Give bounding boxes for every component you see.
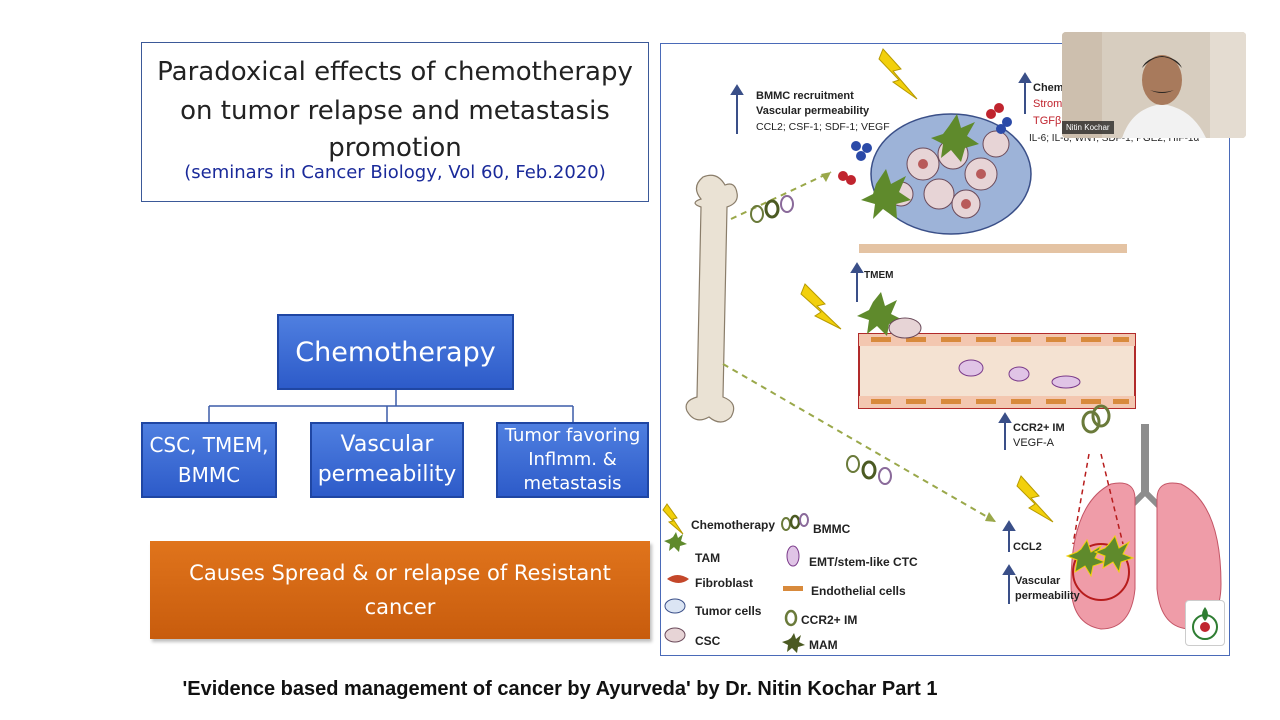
- figure-graphics: [662, 48, 1222, 653]
- label-ccl2-csf1: CCL2; CSF-1; SDF-1; VEGF: [756, 121, 890, 133]
- bmmc-groups: [750, 195, 1111, 485]
- label-permeability: permeability: [1015, 590, 1080, 602]
- title-line-2: on tumor relapse and metastasis: [180, 96, 610, 126]
- label-vascular-permeability-top: Vascular permeability: [756, 105, 870, 117]
- arrow-to-tumor: [730, 171, 832, 220]
- arrow-to-lung: [722, 363, 997, 523]
- vascular-box-line-2: permeability: [317, 462, 457, 487]
- result-line-2: cancer: [364, 595, 436, 619]
- legend-endothelial: Endothelial cells: [811, 584, 906, 598]
- vascular-box-line-1: Vascular: [340, 432, 434, 457]
- video-caption: 'Evidence based management of cancer by …: [182, 678, 938, 700]
- legend-bmmc: BMMC: [813, 522, 851, 536]
- tumor-favoring-box: Tumor favoring Inflmm. & metastasis: [496, 422, 649, 498]
- label-chemo: Chemo: [1033, 82, 1071, 94]
- presenter-webcam[interactable]: [1062, 32, 1246, 138]
- label-stroma: Stroma: [1033, 98, 1069, 110]
- legend-ccr2-im: CCR2+ IM: [801, 613, 858, 627]
- title-line-1: Paradoxical effects of chemotherapy: [157, 57, 633, 87]
- legend-csc: CSC: [695, 634, 721, 648]
- legend-emt-ctc: EMT/stem-like CTC: [809, 555, 918, 569]
- lightning-3: [1016, 475, 1054, 523]
- blood-vessel: [857, 292, 1136, 409]
- tumor-box-line-3: metastasis: [523, 473, 622, 494]
- presenter-name-chip: Nitin Kochar: [1062, 121, 1114, 134]
- label-ccr2-im: CCR2+ IM: [1013, 422, 1065, 434]
- metastasis-figure: BMMC recruitment Vascular permeability C…: [660, 43, 1230, 656]
- citation: (seminars in Cancer Biology, Vol 60, Feb…: [184, 162, 606, 183]
- label-bmmc-recruitment: BMMC recruitment: [756, 90, 854, 102]
- tumor-box-line-2: Inflmm. &: [528, 449, 617, 470]
- result-box: Causes Spread & or relapse of Resistant …: [150, 541, 650, 639]
- legend-tumor-cells: Tumor cells: [695, 604, 762, 618]
- label-vascular: Vascular: [1015, 575, 1061, 587]
- primary-tumor-cluster: [838, 103, 1032, 235]
- csc-box-line-2: BMMC: [177, 463, 241, 487]
- right-gutter: [1262, 0, 1280, 720]
- chemotherapy-box-label: Chemotherapy: [295, 336, 496, 368]
- label-ccl2: CCL2: [1013, 541, 1042, 553]
- slide: Paradoxical effects of chemotherapy on t…: [141, 32, 1246, 656]
- label-cytokines: IL-6; IL-8; WNT; SDF-1; PGE2; HIF-1α: [1029, 133, 1200, 144]
- result-line-1: Causes Spread & or relapse of Resistant: [189, 561, 611, 585]
- lightning-1: [878, 48, 918, 100]
- label-tmem: TMEM: [864, 270, 894, 281]
- legend-fibroblast: Fibroblast: [695, 576, 754, 590]
- legend-chemotherapy: Chemotherapy: [691, 518, 776, 532]
- tree-connectors: [208, 390, 574, 422]
- vascular-permeability-box: Vascular permeability: [310, 422, 464, 498]
- legend-tam: TAM: [695, 551, 721, 565]
- institute-logo-icon: [1185, 600, 1225, 646]
- tumor-box-line-1: Tumor favoring: [504, 425, 641, 446]
- lightning-2: [800, 283, 842, 330]
- lung-illustration: [1065, 424, 1222, 630]
- up-arrows: [730, 72, 1032, 604]
- label-vegf-a: VEGF-A: [1013, 437, 1054, 449]
- csc-tmem-box: CSC, TMEM, BMMC: [141, 422, 277, 498]
- legend-mam: MAM: [809, 638, 838, 652]
- title-line-3: promotion: [328, 133, 462, 163]
- csc-box-line-1: CSC, TMEM,: [149, 433, 269, 457]
- presenter-video: [1062, 32, 1246, 138]
- label-tgfb: TGFβ;: [1033, 115, 1065, 127]
- slide-title-box: Paradoxical effects of chemotherapy on t…: [141, 42, 649, 202]
- chemotherapy-box: Chemotherapy: [277, 314, 514, 390]
- basement-membrane: [859, 244, 1127, 253]
- bone-illustration: [685, 174, 738, 423]
- legend-icons: [662, 503, 809, 653]
